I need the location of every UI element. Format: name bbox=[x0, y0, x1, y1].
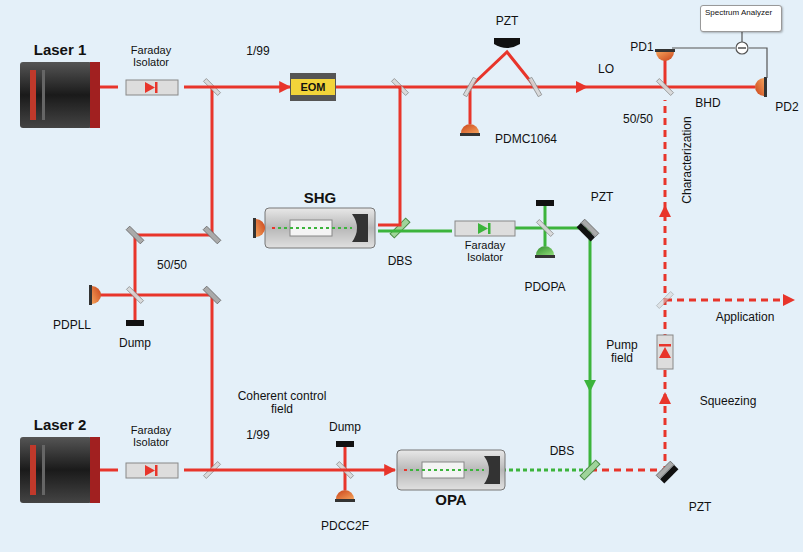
laser-source: Laser 1 bbox=[20, 42, 100, 130]
part-label: DBS bbox=[550, 445, 575, 458]
isolator-body bbox=[126, 80, 178, 95]
part-label: PD2 bbox=[775, 101, 798, 114]
beam-dump bbox=[126, 200, 554, 447]
part-label: 50/50 bbox=[157, 259, 187, 272]
part-label: 1/99 bbox=[246, 429, 269, 442]
faraday-isolator: Faraday Isolator bbox=[452, 219, 518, 283]
part-label: PDCC2F bbox=[321, 520, 369, 533]
part-label: PDPLL bbox=[53, 319, 91, 332]
pzt-actuator bbox=[494, 38, 678, 483]
beam-connector bbox=[378, 230, 452, 233]
pump-arrow bbox=[584, 380, 596, 392]
part-label: Pump field bbox=[602, 339, 642, 365]
pump-beam bbox=[505, 206, 590, 470]
node-label: EOM bbox=[293, 81, 333, 93]
node-label: SHG bbox=[262, 190, 378, 207]
eom-modulator: EOM bbox=[290, 73, 336, 101]
part-label: Characterization bbox=[681, 116, 694, 203]
part-label: Coherent control field bbox=[232, 390, 332, 416]
isolator-body bbox=[126, 463, 178, 478]
beam-connector bbox=[336, 87, 400, 225]
laser-body bbox=[20, 437, 100, 503]
dichroic-mirror bbox=[390, 218, 600, 480]
spectrum-analyzer: Spectrum Analyzer bbox=[700, 5, 782, 32]
part-label: PDMC1064 bbox=[495, 133, 557, 146]
node-label: Laser 1 bbox=[20, 42, 100, 59]
part-label: BHD bbox=[695, 97, 720, 110]
opa-cavity bbox=[397, 450, 505, 490]
opa-cavity: OPA bbox=[395, 448, 507, 514]
beam-connector bbox=[100, 469, 118, 472]
isolator-body bbox=[455, 221, 515, 236]
part-label: 50/50 bbox=[623, 113, 653, 126]
photodiode bbox=[89, 49, 767, 502]
part-label: PD1 bbox=[630, 41, 653, 54]
laser-beam bbox=[100, 52, 755, 490]
part-label: PDOPA bbox=[524, 281, 565, 294]
signal-wire bbox=[672, 32, 767, 78]
part-label: LO bbox=[598, 63, 614, 76]
isolator-body bbox=[657, 335, 673, 369]
squeezed-beam bbox=[590, 100, 785, 470]
beam-connector bbox=[184, 469, 395, 472]
shg-cavity bbox=[265, 208, 375, 248]
part-label: Application bbox=[716, 311, 775, 324]
node-label: Faraday Isolator bbox=[452, 239, 518, 263]
mirror bbox=[126, 77, 674, 478]
beam-connector bbox=[184, 86, 290, 89]
part-label: Squeezing bbox=[700, 395, 757, 408]
beam-arrow bbox=[576, 81, 795, 404]
part-label: PZT bbox=[689, 501, 712, 514]
part-label: PZT bbox=[591, 191, 614, 204]
beam-connector bbox=[100, 86, 118, 89]
node-label: Spectrum Analyzer bbox=[705, 9, 777, 18]
node-label: OPA bbox=[395, 492, 507, 509]
laser-body bbox=[20, 62, 100, 128]
node-label: Faraday Isolator bbox=[118, 44, 184, 68]
part-label: PZT bbox=[496, 15, 519, 28]
shg-cavity: SHG bbox=[262, 190, 378, 250]
part-label: Dump bbox=[119, 337, 151, 350]
part-label: 1/99 bbox=[246, 45, 269, 58]
part-label: DBS bbox=[388, 255, 413, 268]
faraday-isolator: Faraday Isolator bbox=[118, 424, 184, 480]
faraday-isolator: Faraday Isolator bbox=[118, 44, 184, 98]
node-label: Laser 2 bbox=[20, 417, 100, 434]
part-label: Dump bbox=[329, 421, 361, 434]
node-label: Faraday Isolator bbox=[118, 424, 184, 448]
laser-source: Laser 2 bbox=[20, 417, 100, 505]
